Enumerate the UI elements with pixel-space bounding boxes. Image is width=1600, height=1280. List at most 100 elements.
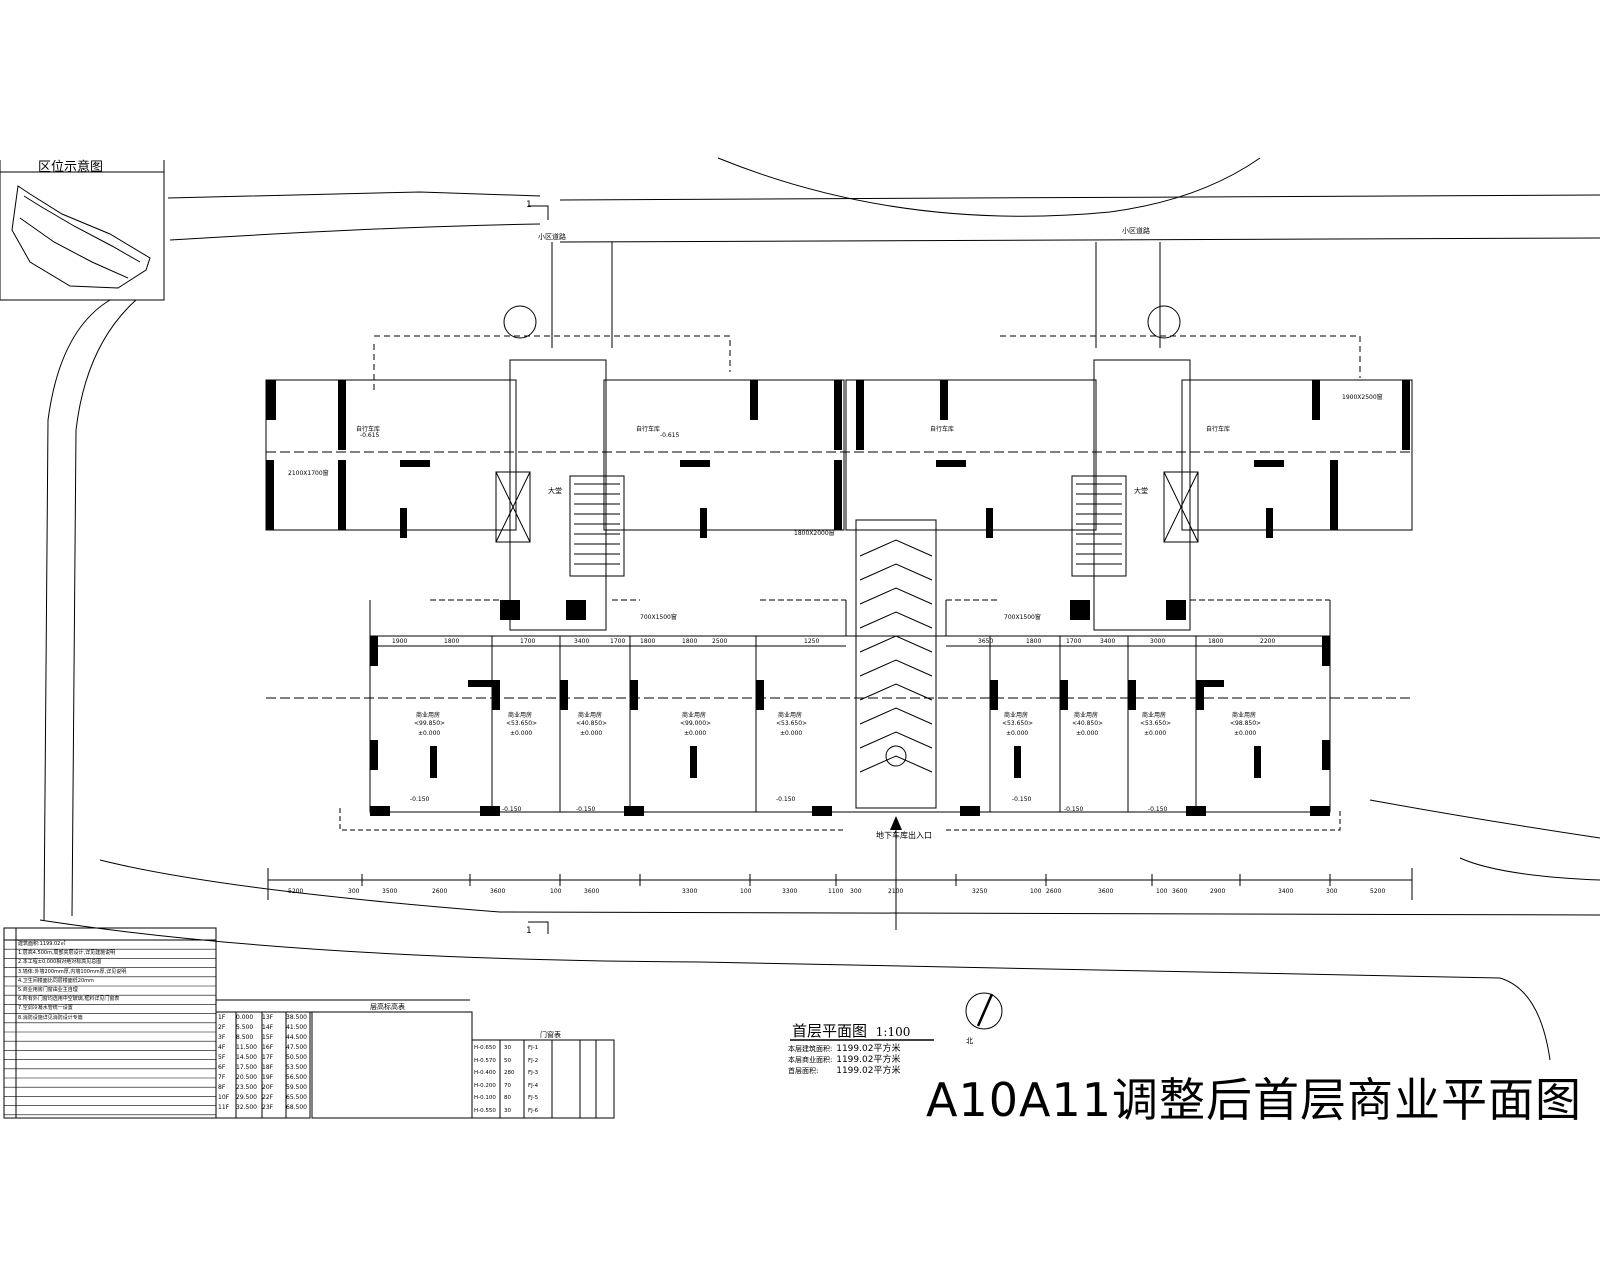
shop-area: <40.850>	[576, 720, 608, 727]
dimension-mid: 1800	[682, 638, 698, 645]
dimension-bottom: 3600	[490, 888, 506, 895]
shop-name: 商业用房	[508, 712, 533, 719]
area-stat-value: 1199.02平方米	[836, 1044, 901, 1054]
dimension-mid: 2500	[712, 638, 728, 645]
dimension-bottom: 100	[1030, 888, 1042, 895]
dimension-bottom: 5200	[1370, 888, 1386, 895]
door-cell: H-0.400	[474, 1070, 496, 1076]
shop-area: <98.850>	[1230, 720, 1262, 727]
residential-wing-right	[845, 379, 1097, 531]
level-cell: 6F	[218, 1064, 226, 1071]
elevation-label: -0.150	[776, 796, 796, 803]
area-stat-value: 1199.02平方米	[836, 1066, 901, 1076]
locator-map-outline	[11, 185, 151, 289]
upper-room-label: 自行车库	[930, 426, 955, 433]
elevation-table	[311, 1011, 473, 1119]
dimension-mid: 1900	[392, 638, 408, 645]
shop-level: ±0.000	[1234, 730, 1257, 737]
level-cell: 29.500	[236, 1094, 257, 1101]
dimension-bottom: 300	[348, 888, 360, 895]
level-cell: 11.500	[236, 1044, 257, 1051]
upper-room-label: 自行车库	[1206, 426, 1231, 433]
window-spec: 2100X1700窗	[288, 470, 329, 477]
level-cell: 65.500	[286, 1094, 307, 1101]
dimension-mid: 1700	[1066, 638, 1082, 645]
core-left	[509, 359, 607, 631]
shop-name: 商业用房	[682, 712, 707, 719]
dimension-mid: 1800	[444, 638, 460, 645]
dimension-bottom: 300	[1326, 888, 1338, 895]
dimension-bottom: 5200	[288, 888, 304, 895]
level-cell: 22F	[262, 1094, 274, 1101]
shop-level: ±0.000	[580, 730, 603, 737]
residential-wing-right-b	[1181, 379, 1413, 531]
door-cell: FJ-4	[528, 1082, 539, 1089]
note-row: 4.卫生间楼面比同层楼面低20mm	[18, 977, 94, 984]
elevation-label: -0.615	[660, 432, 680, 439]
door-table-title: 门窗表	[540, 1031, 561, 1039]
level-cell: 59.500	[286, 1084, 307, 1091]
lobby-label: 大堂	[548, 487, 562, 495]
level-cell: 0.000	[236, 1014, 254, 1021]
area-stat-row: 本层建筑面积: 1199.02平方米	[788, 1044, 900, 1055]
shop-level: ±0.000	[684, 730, 707, 737]
elevation-label: -0.150	[576, 806, 596, 813]
area-stat-row: 本层商业面积: 1199.02平方米	[788, 1055, 900, 1066]
note-row: 3.墙体:外墙200mm厚,内墙100mm厚,详见说明	[18, 968, 127, 975]
section-marker-bottom: 1	[526, 926, 532, 936]
shop-level: ±0.000	[1006, 730, 1029, 737]
plan-caption-text: 首层平面图	[792, 1022, 868, 1040]
dimension-bottom: 3600	[584, 888, 600, 895]
level-cell: 17.500	[236, 1064, 257, 1071]
door-cell: 70	[504, 1082, 511, 1089]
elevation-label: -0.150	[1148, 806, 1168, 813]
door-cell: FJ-6	[528, 1107, 539, 1114]
level-cell: 14F	[262, 1024, 274, 1031]
level-cell: 41.500	[286, 1024, 307, 1031]
dimension-bottom: 2600	[1046, 888, 1062, 895]
dimension-bottom: 2100	[888, 888, 904, 895]
shop-level: ±0.000	[1144, 730, 1167, 737]
level-cell: 8F	[218, 1084, 226, 1091]
dimension-mid: 3400	[1100, 638, 1116, 645]
note-row: 8.消防设施详见消防设计专篇	[18, 1014, 83, 1021]
door-cell: H-0.650	[474, 1045, 496, 1051]
dimension-bottom: 3400	[1278, 888, 1294, 895]
plan-scale: 1:100	[875, 1025, 911, 1039]
area-stats: 本层建筑面积: 1199.02平方米 本层商业面积: 1199.02平方米 首层…	[788, 1044, 900, 1077]
dimension-bottom: 300	[850, 888, 862, 895]
level-cell: 44.500	[286, 1034, 307, 1041]
level-cell: 17F	[262, 1054, 274, 1061]
dimension-bottom: 3600	[1098, 888, 1114, 895]
note-row: 1.层高4.500m,局部夹层设计,详见建施说明	[18, 950, 116, 957]
dimension-bottom: 2600	[432, 888, 448, 895]
core-right	[1093, 359, 1191, 631]
shop-area: <53.650>	[776, 720, 808, 727]
dimension-bottom: 3300	[682, 888, 698, 895]
dimension-mid: 1800	[1208, 638, 1224, 645]
door-cell: H-0.550	[474, 1107, 496, 1114]
note-row: 6.所有外门窗均选用中空玻璃,框料详见门窗表	[18, 996, 120, 1003]
shop-name: 商业用房	[1142, 712, 1167, 719]
level-cell: 14.500	[236, 1054, 257, 1061]
door-cell: H-0.100	[474, 1095, 496, 1101]
door-cell: H-0.570	[474, 1057, 496, 1064]
garage-ramp	[855, 519, 937, 809]
level-cell: 5.500	[236, 1024, 254, 1031]
note-row: 5.商业用房门窗由业主自理	[18, 987, 78, 994]
level-cell: 15F	[262, 1034, 274, 1041]
level-cell: 16F	[262, 1044, 274, 1051]
road-label-right: 小区道路	[1122, 227, 1150, 235]
elevation-label: -0.615	[360, 432, 380, 439]
level-cell: 4F	[218, 1044, 226, 1051]
shop-level: ±0.000	[418, 730, 441, 737]
